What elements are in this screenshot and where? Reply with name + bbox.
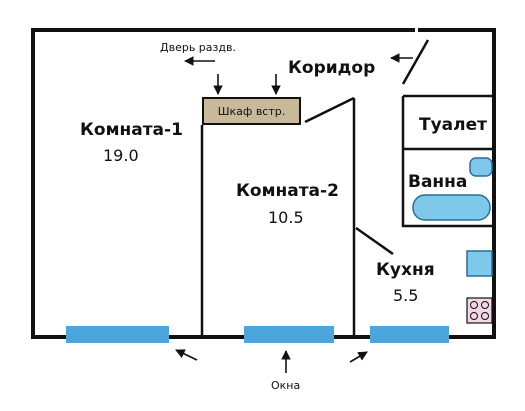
built-in-closet: Шкаф встр.	[202, 97, 301, 125]
kitchen-name: Кухня	[376, 260, 435, 280]
arrow-up-right-icon	[349, 351, 368, 363]
wall-top-left	[31, 28, 415, 339]
bath-label: Ванна	[408, 172, 468, 192]
burner-icon	[481, 301, 489, 309]
room-2-name: Комната-2	[236, 181, 339, 201]
closet-label: Шкаф встр.	[217, 104, 286, 118]
windows	[66, 326, 449, 343]
stove	[466, 297, 493, 324]
window-3	[370, 326, 449, 343]
stove-body	[466, 297, 493, 324]
fridge	[466, 250, 493, 277]
bathtub	[412, 194, 491, 221]
kitchen-area: 5.5	[393, 286, 419, 305]
burner-icon	[470, 312, 478, 320]
wall-bathroom-block	[401, 96, 494, 228]
window-2	[244, 326, 334, 343]
arrow-up-left-icon	[175, 349, 198, 361]
burner-icon	[470, 301, 478, 309]
room-1-name: Комната-1	[80, 120, 183, 140]
dressing-door-label: Дверь раздв.	[160, 41, 236, 54]
sink	[469, 157, 493, 177]
fixtures	[412, 157, 493, 277]
arrows	[175, 53, 413, 373]
room-2-area: 10.5	[268, 208, 304, 227]
room-1-area: 19.0	[103, 146, 139, 165]
corridor-label: Коридор	[288, 58, 376, 78]
windows-label: Окна	[271, 379, 301, 392]
door-room2	[304, 96, 355, 124]
entrance-door	[401, 39, 430, 85]
toilet-label: Туалет	[419, 115, 487, 135]
interior-walls	[200, 39, 494, 337]
window-1	[66, 326, 169, 343]
door-kitchen	[355, 226, 394, 256]
burner-icon	[481, 312, 489, 320]
